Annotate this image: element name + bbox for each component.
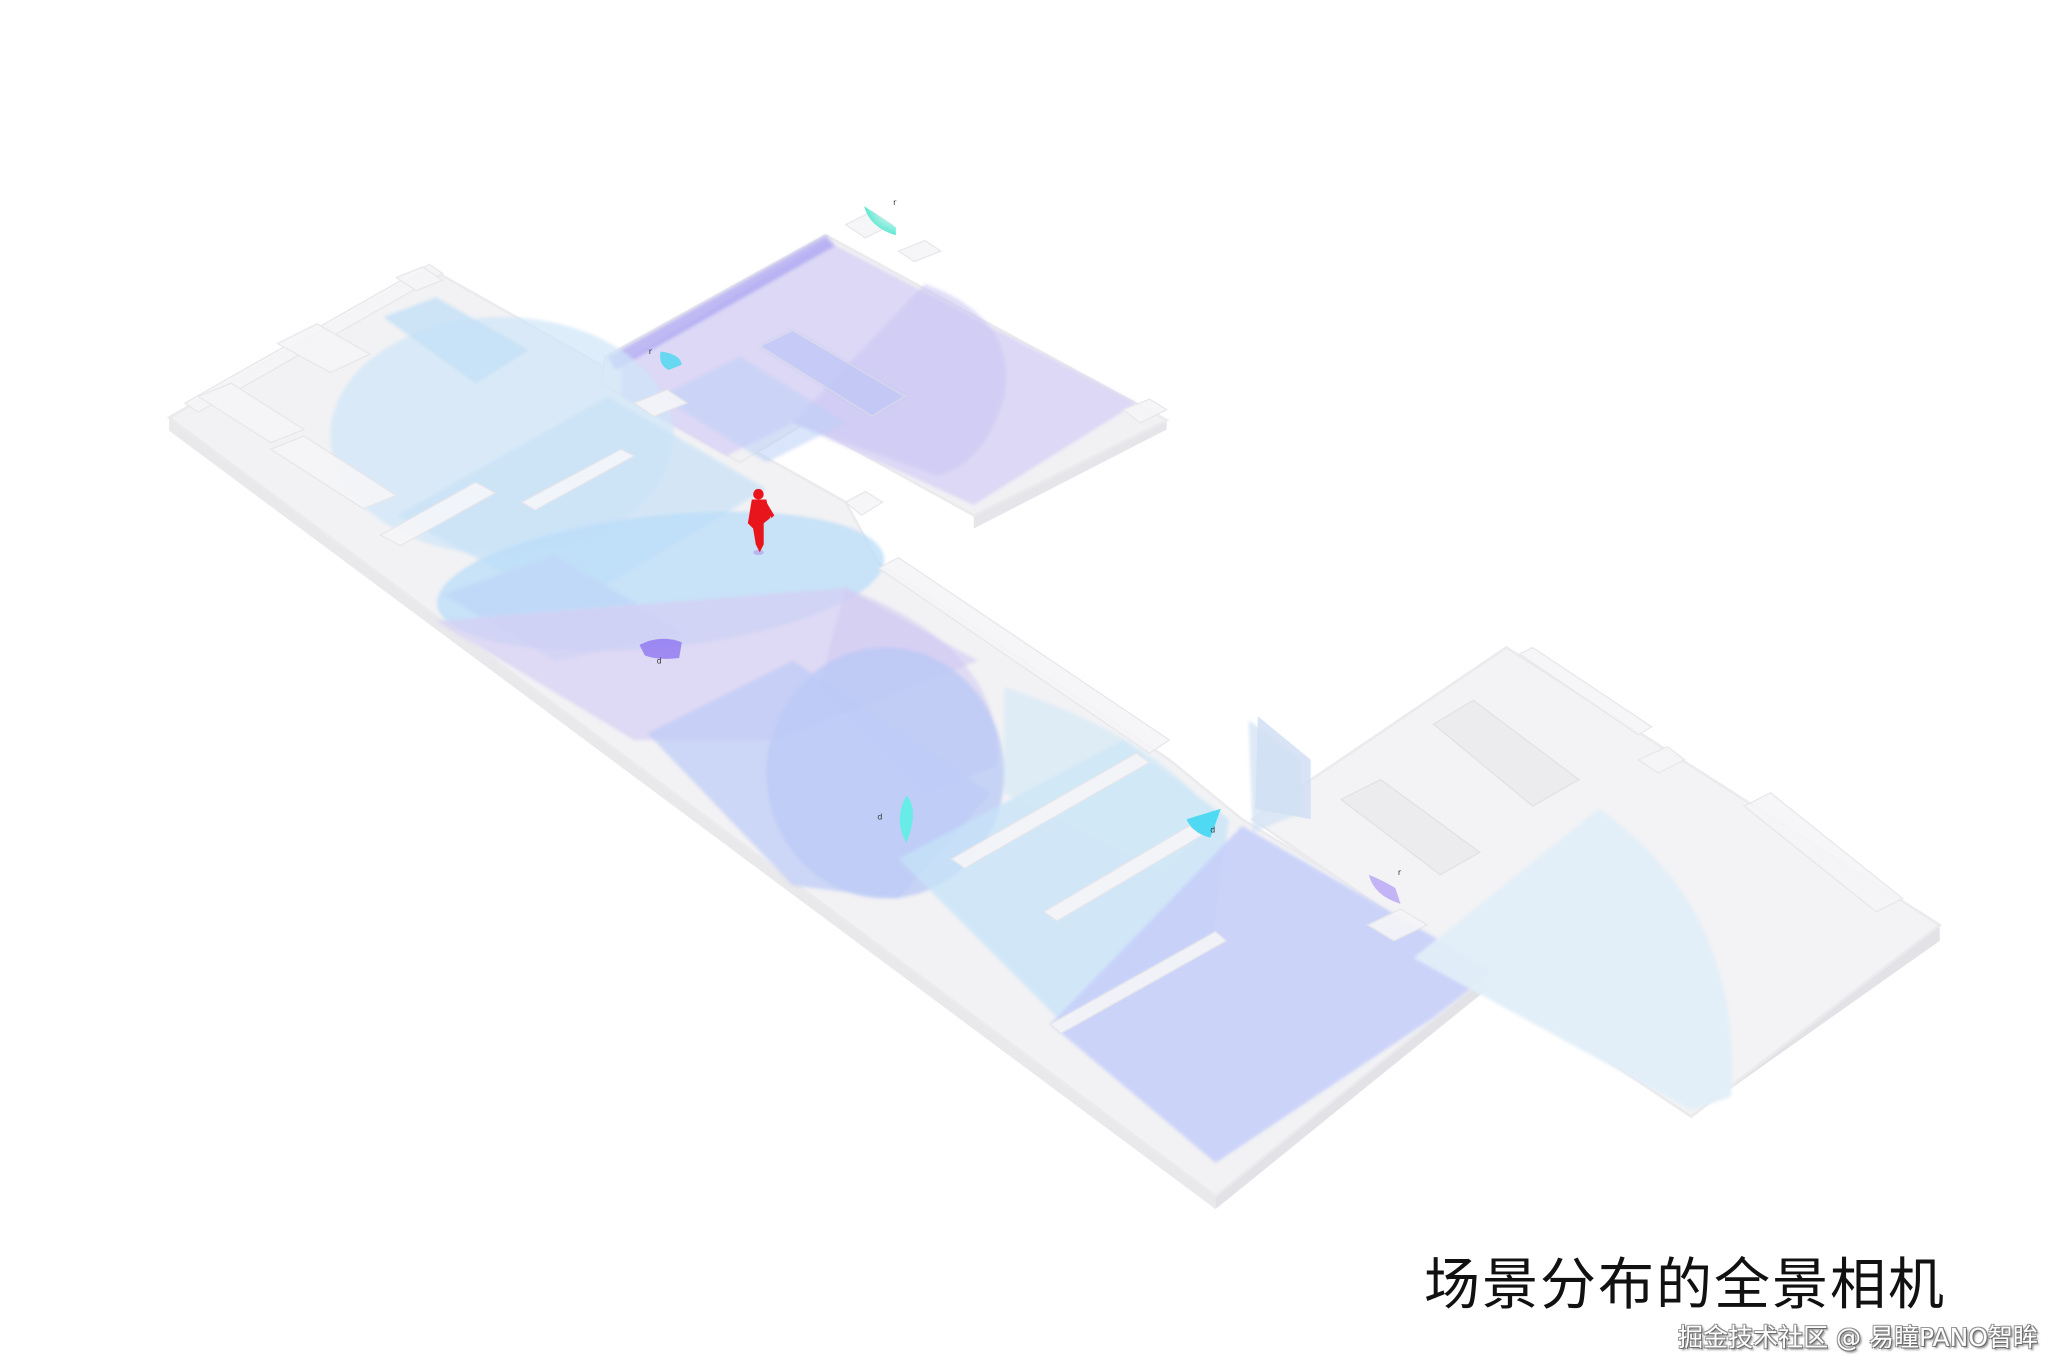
camera-5-icon: d xyxy=(1186,808,1221,838)
svg-text:d: d xyxy=(1210,825,1215,834)
svg-text:d: d xyxy=(877,812,882,821)
camera-3-icon: d xyxy=(639,638,682,665)
svg-text:d: d xyxy=(657,656,662,665)
glass-panel xyxy=(1255,716,1311,820)
svg-text:r: r xyxy=(1398,868,1402,877)
watermark: 掘金技术社区 @ 易瞳PANO智眸 xyxy=(1678,1323,2038,1352)
camera-4-icon: d xyxy=(877,795,914,844)
camera-6-icon: r xyxy=(1368,868,1402,904)
furniture xyxy=(758,329,1581,876)
interior-walls xyxy=(183,210,1904,1035)
svg-text:r: r xyxy=(893,198,897,207)
svg-text:r: r xyxy=(649,347,653,356)
camera-2-icon: r xyxy=(649,347,682,370)
caption-title: 场景分布的全景相机 xyxy=(1424,1253,1946,1318)
coverage-areas xyxy=(330,235,1732,1163)
person-figure-icon xyxy=(747,488,775,555)
cameras: r r d d d r xyxy=(639,198,1402,904)
camera-1-icon: r xyxy=(864,198,897,236)
